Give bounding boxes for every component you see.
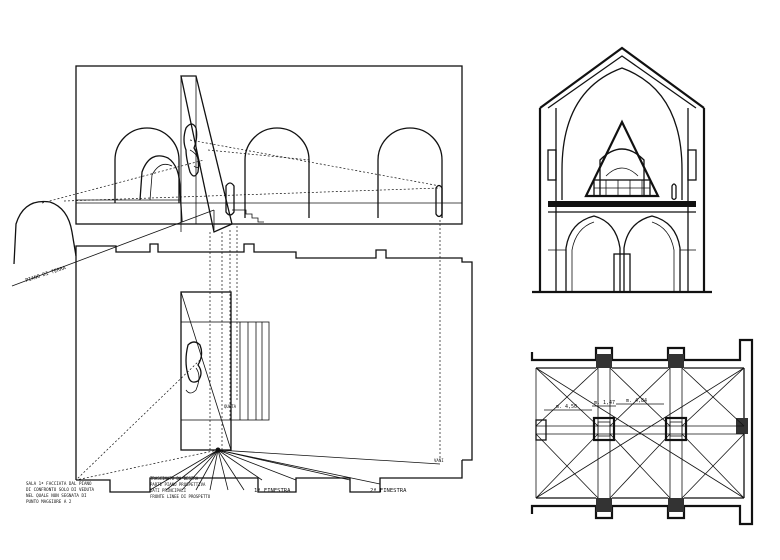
note-mid-line-2: PARTE PIANO PROSPETTIVA [150,482,206,487]
statue-figure-1 [225,182,235,216]
plan-outline-bottom [76,460,463,493]
notes: SALA 1ª FACCIATA DAL PIANO DI CONFRONTO … [26,476,407,504]
note-left-line-2: DI CONFRONTO SOLO DI VEDUTA [26,487,95,492]
note-mid-line-3: DATI PRINCIPALI [150,488,187,493]
window-1-label: 1ª FINESTRA [254,487,291,494]
vertical-label-2: VANI [434,458,444,463]
lower-arch-right [623,215,681,292]
pier-section [180,75,233,233]
arched-window-4 [377,127,443,218]
arched-window-outside [13,200,77,265]
arched-window-perspective [139,155,183,223]
upper-vault [561,67,683,200]
note-left-line-3: NEL QUALE NON SEGNATA DI [26,493,87,498]
window-2-label: 2ª FINESTRA [370,487,407,494]
triangle-altar [584,119,660,198]
plan-outline-top [75,243,473,461]
central-pier [613,253,631,293]
plan-wall-bottom [530,504,754,526]
note-left-line-1: SALA 1ª FACCIATA DAL PIANO [26,481,92,486]
ground-label: PIANO DI TERRA [25,265,67,284]
plan-dim-3: m. 4,84 [626,398,647,404]
gable-outline [539,46,705,109]
room-plan: QUOTA VANI [75,243,473,493]
church-cross-section [532,46,712,294]
plan-right-pier [664,416,688,442]
wall-elevation-frame [75,65,463,225]
arched-window-1 [114,127,180,203]
statue-figure-2 [435,184,443,218]
note-left-line-4: PUNTO MAGGIORE A 2 [26,499,72,504]
plan-dim-2: m. 1,47 [594,400,615,406]
vault-plan: m. 4,50 m. 1,47 m. 4,84 [530,338,754,526]
figure-silhouette [183,123,200,177]
plan-central-pier [592,416,616,442]
plan-dim-1: m. 4,50 [556,404,577,410]
note-mid-line-4: FRONTE LINEE DI PROSPETTO [150,494,211,499]
plan-wall-top [530,338,754,362]
perspective-elevation: PIANO DI TERRA [11,65,463,460]
steps [232,209,264,223]
vertical-label-1: QUOTA [224,404,237,409]
arched-window-3 [244,127,310,218]
lower-arch-left [565,215,621,292]
note-mid-line-1: TRASCINATO DA DESTRA [150,476,199,481]
floor-slab [548,201,696,207]
